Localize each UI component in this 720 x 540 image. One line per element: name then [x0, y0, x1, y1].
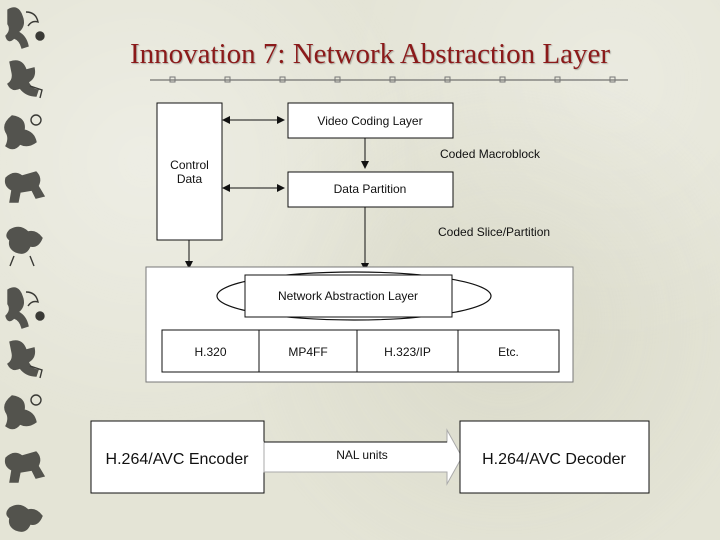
nal-label: Network Abstraction Layer	[278, 289, 418, 303]
encoder-label: H.264/AVC Encoder	[106, 451, 250, 468]
nal-units-label: NAL units	[336, 448, 388, 462]
transport-mp4ff: MP4FF	[288, 345, 327, 359]
title-divider	[150, 77, 628, 82]
coded-macroblock-label: Coded Macroblock	[440, 147, 541, 161]
transport-h320: H.320	[194, 345, 226, 359]
coded-slice-partition-label: Coded Slice/Partition	[438, 225, 550, 239]
control-data-label-line2: Data	[177, 172, 203, 186]
transport-h323-ip: H.323/IP	[384, 345, 431, 359]
data-partition-label: Data Partition	[334, 182, 407, 196]
control-data-label-line1: Control	[170, 158, 209, 172]
decoder-label: H.264/AVC Decoder	[482, 451, 626, 468]
transport-etc: Etc.	[498, 345, 519, 359]
video-coding-layer-label: Video Coding Layer	[317, 114, 422, 128]
